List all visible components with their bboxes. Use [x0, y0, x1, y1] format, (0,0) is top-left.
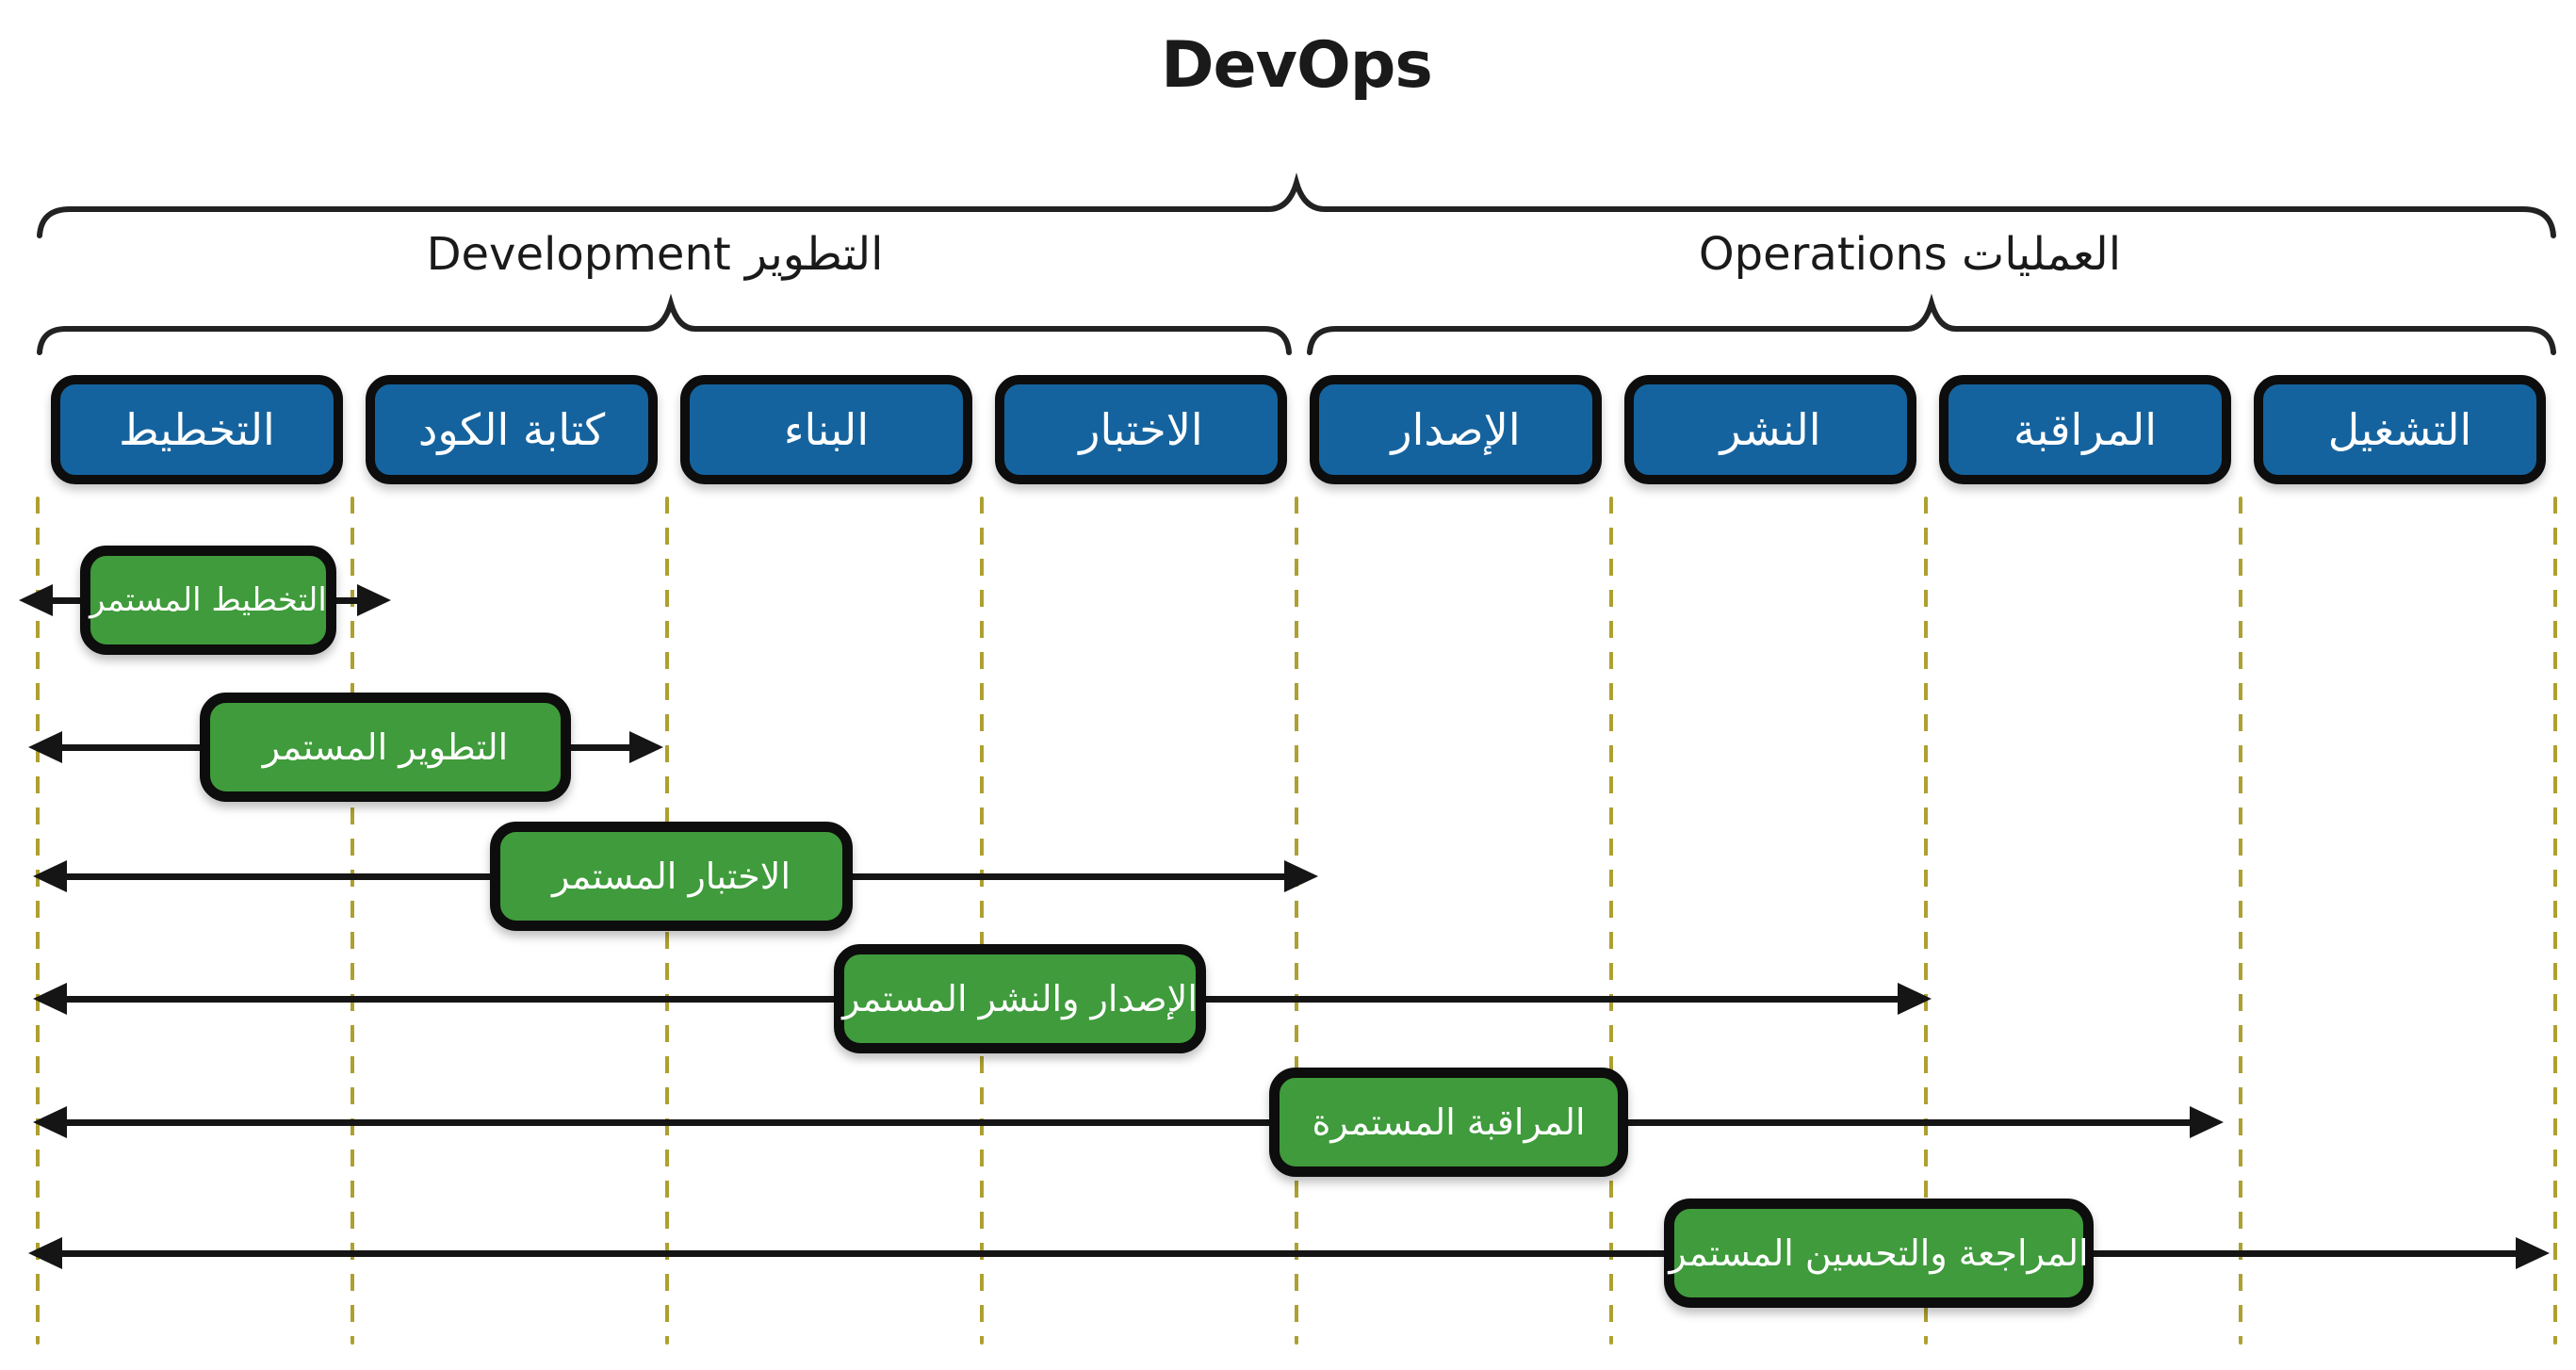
stage-label: التخطيط: [119, 404, 275, 455]
stream-box-continuous-development: التطوير المستمر: [200, 693, 571, 802]
arrowhead-right-icon: [1898, 983, 1932, 1015]
stage-label: النشر: [1720, 404, 1821, 455]
stream-box-continuous-release-deployment: الإصدار والنشر المستمر: [834, 944, 1206, 1053]
column-divider: [36, 497, 40, 1345]
column-divider: [2239, 497, 2242, 1345]
arrowhead-right-icon: [2516, 1237, 2550, 1269]
stage-box-deploy: النشر: [1624, 375, 1916, 484]
column-divider: [2553, 497, 2557, 1345]
stage-box-monitor: المراقبة: [1939, 375, 2231, 484]
arrowhead-left-icon: [33, 860, 67, 892]
arrowhead-right-icon: [629, 731, 663, 763]
column-divider: [351, 497, 354, 1345]
stream-arrow: [56, 1119, 2201, 1126]
arrowhead-left-icon: [28, 1237, 62, 1269]
arrowhead-left-icon: [33, 1106, 67, 1138]
stream-arrow: [51, 1250, 2527, 1257]
stage-label: الإصدار: [1391, 404, 1521, 455]
brace-lines: [37, 172, 2556, 355]
stream-label: المراجعة والتحسين المستمر: [1669, 1232, 2089, 1274]
stage-label: البناء: [783, 404, 870, 455]
page-title: DevOps: [1161, 28, 1433, 103]
stage-box-release: الإصدار: [1310, 375, 1602, 484]
operations-brace: [1307, 293, 2556, 355]
stream-box-continuous-planning: التخطيط المستمر: [80, 546, 336, 655]
column-divider: [1295, 497, 1298, 1345]
stream-box-continuous-review-improvement: المراجعة والتحسين المستمر: [1664, 1199, 2094, 1308]
arrowhead-left-icon: [28, 731, 62, 763]
stage-label: التشغيل: [2327, 404, 2472, 455]
stream-label: المراقبة المستمرة: [1312, 1101, 1586, 1143]
stream-label: الاختبار المستمر: [551, 856, 791, 897]
arrowhead-right-icon: [2190, 1106, 2224, 1138]
stage-label: المراقبة: [2013, 404, 2158, 455]
arrowhead-left-icon: [33, 983, 67, 1015]
development-brace: [37, 293, 1292, 355]
column-divider: [1924, 497, 1928, 1345]
group-label-development: Development التطوير: [426, 228, 884, 281]
stream-label: الإصدار والنشر المستمر: [842, 978, 1198, 1019]
stream-label: التخطيط المستمر: [90, 581, 327, 619]
stage-label: كتابة الكود: [417, 404, 606, 455]
stream-box-continuous-monitoring: المراقبة المستمرة: [1269, 1068, 1628, 1177]
stage-box-build: البناء: [680, 375, 972, 484]
column-divider: [1609, 497, 1613, 1345]
group-label-operations: Operations العمليات: [1698, 228, 2122, 281]
column-divider: [980, 497, 984, 1345]
stream-label: التطوير المستمر: [262, 726, 509, 768]
arrowhead-right-icon: [1284, 860, 1318, 892]
stream-box-continuous-testing: الاختبار المستمر: [490, 822, 853, 931]
stage-box-code: كتابة الكود: [366, 375, 658, 484]
stage-box-test: الاختبار: [995, 375, 1287, 484]
stage-label: الاختبار: [1079, 404, 1203, 455]
stage-box-plan: التخطيط: [51, 375, 343, 484]
stage-box-operate: التشغيل: [2254, 375, 2546, 484]
arrowhead-left-icon: [19, 584, 53, 616]
devops-brace: [37, 172, 2556, 238]
arrowhead-right-icon: [357, 584, 391, 616]
